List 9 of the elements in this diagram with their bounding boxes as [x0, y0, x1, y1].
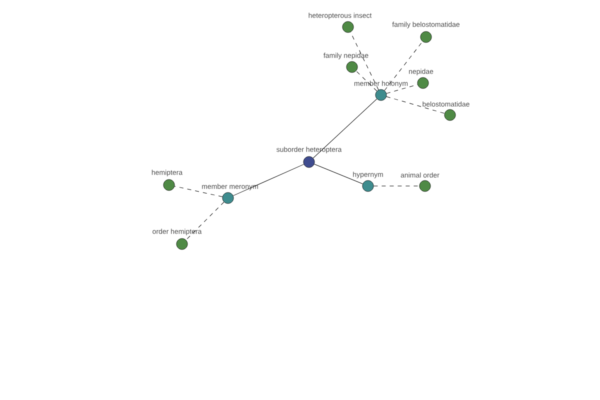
connector — [386, 96, 445, 114]
connector — [350, 32, 379, 90]
connector — [386, 84, 418, 94]
connector — [384, 41, 423, 91]
connector — [174, 186, 223, 198]
connector — [232, 164, 304, 196]
connector — [186, 202, 224, 240]
connector — [312, 98, 378, 158]
connector — [314, 164, 363, 184]
